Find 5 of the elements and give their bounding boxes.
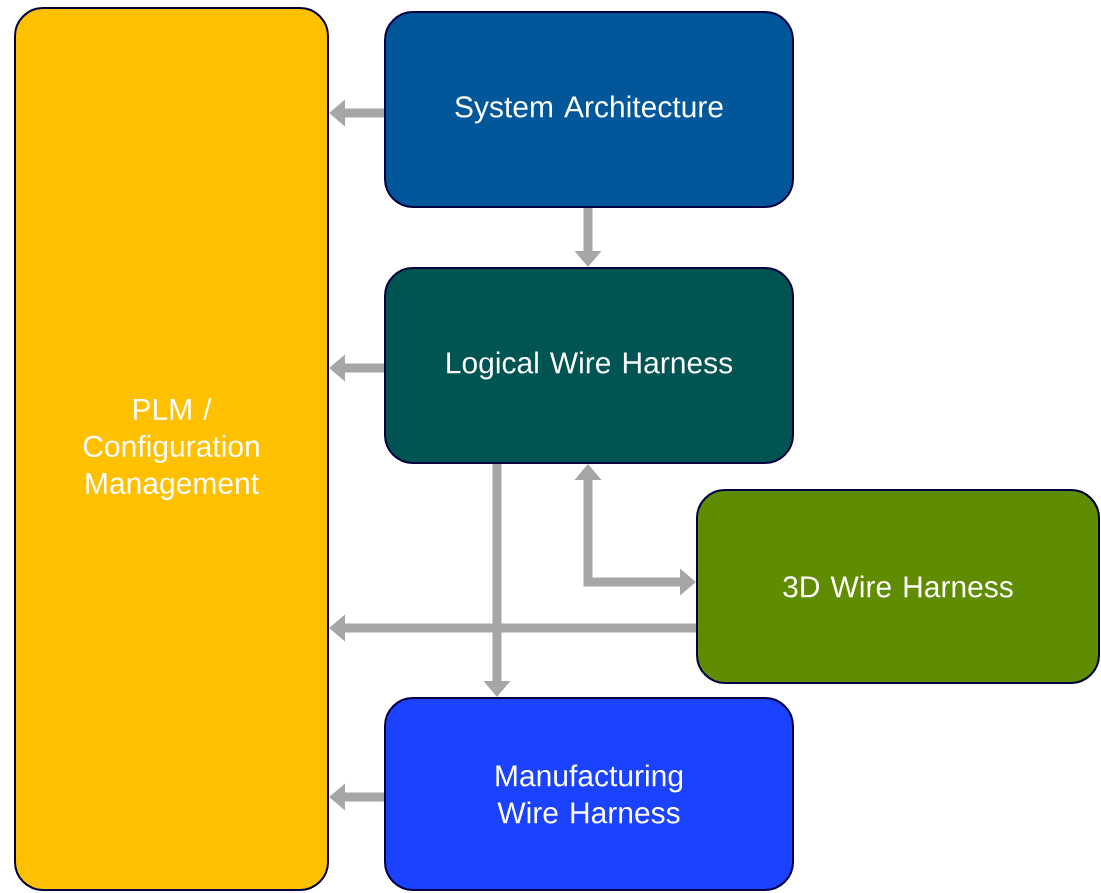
process-box: 3D Wire Harness — [696, 489, 1100, 684]
process-box: PLM / Configuration Management — [14, 7, 329, 891]
process-box: Logical Wire Harness — [384, 267, 794, 464]
process-box: System Architecture — [384, 11, 794, 208]
process-box: Manufacturing Wire Harness — [384, 697, 794, 891]
